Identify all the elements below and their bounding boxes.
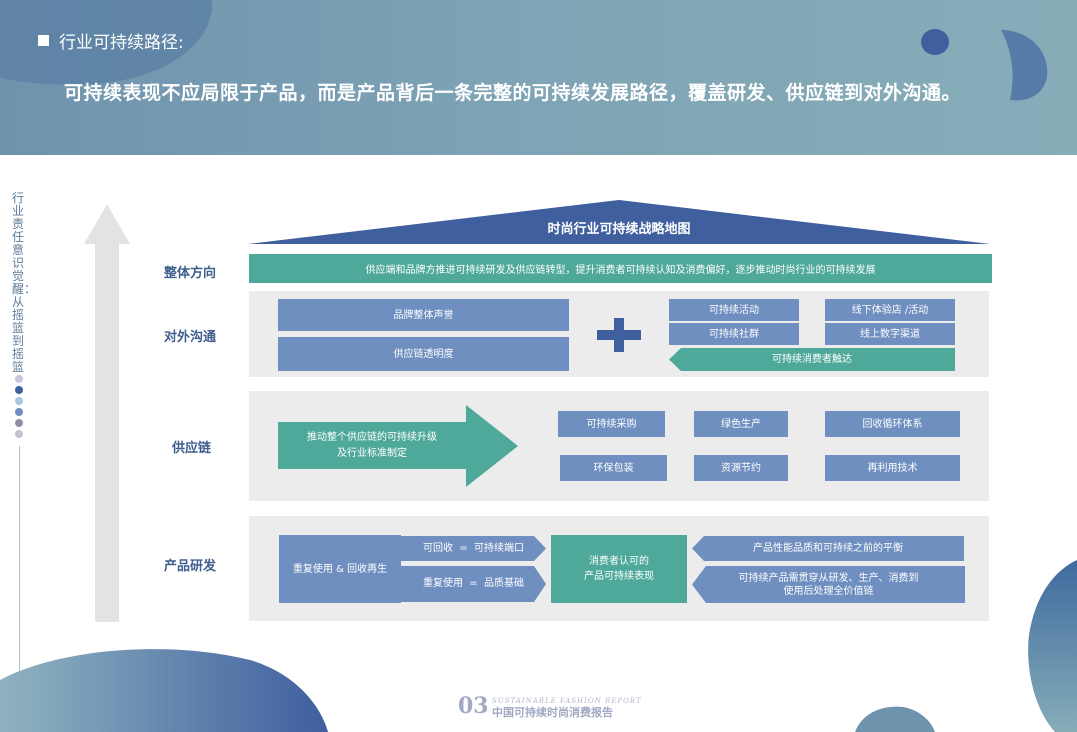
sustainable-activity-box: 可持续活动 xyxy=(669,299,799,321)
recycling-system-box: 回收循环体系 xyxy=(825,411,960,437)
right-arrow-shape xyxy=(278,405,518,487)
page-number: 03 xyxy=(458,693,489,719)
consumer-reach-text: 可持续消费者触达 xyxy=(772,353,852,365)
recycling-system-text: 回收循环体系 xyxy=(862,418,923,430)
section-title-text: 行业可持续路径: xyxy=(59,33,184,53)
roof-shape xyxy=(248,200,990,244)
dot-indicator xyxy=(15,375,23,441)
supply-chain-arrow-text: 推动整个供应链的可持续升级 及行业标准制定 xyxy=(278,430,466,462)
roof-title: 时尚行业可持续战略地图 xyxy=(547,222,691,237)
offline-store-text: 线下体验店 /活动 xyxy=(851,304,929,316)
value-chain-arrow: 可持续产品需贯穿从研发、生产、消费到 使用后处理全价值链 xyxy=(692,566,965,603)
green-production-box: 绿色生产 xyxy=(694,411,788,437)
eco-packaging-text: 环保包装 xyxy=(593,462,634,474)
recyclable-text: 可回收 = 可持续端口 xyxy=(422,542,525,554)
value-chain-text: 可持续产品需贯穿从研发、生产、消费到 使用后处理全价值链 xyxy=(739,572,919,598)
right-chevron-shape-2 xyxy=(401,566,546,602)
supply-transparency-text: 供应链透明度 xyxy=(393,348,454,360)
row-label-supply-chain: 供应链 xyxy=(172,441,212,456)
resource-saving-box: 资源节约 xyxy=(694,455,788,481)
value-chain-line-1: 可持续产品需贯穿从研发、生产、消费到 xyxy=(738,572,919,584)
balance-arrow: 产品性能品质和可持续之前的平衡 xyxy=(692,536,964,561)
supply-transparency-box: 供应链透明度 xyxy=(278,337,569,371)
left-chevron-shape xyxy=(692,536,964,561)
row-label-rnd: 产品研发 xyxy=(164,559,217,574)
brand-reputation-box: 品牌整体声誉 xyxy=(278,299,569,331)
overall-direction-text: 供应端和品牌方推进可持续研发及供应链转型，提升消费者可持续认知及消费偏好，逐步推… xyxy=(365,265,876,276)
consumer-reach-arrow: 可持续消费者触达 xyxy=(669,348,955,371)
footer-chinese: 中国可持续时尚消费报告 xyxy=(492,706,613,719)
supply-arrow-line-1: 推动整个供应链的可持续升级 xyxy=(307,432,437,443)
brand-reputation-text: 品牌整体声誉 xyxy=(393,309,454,321)
online-channel-box: 线上数字渠道 xyxy=(825,323,955,345)
reuse-recycle-text: 重复使用 & 回收再生 xyxy=(292,563,388,575)
sustainable-procurement-text: 可持续采购 xyxy=(586,418,637,430)
online-channel-text: 线上数字渠道 xyxy=(860,328,920,340)
header-blob-right xyxy=(921,29,1048,101)
row-label-overall: 整体方向 xyxy=(164,266,217,281)
consumer-recognized-box: 消费者认可的 产品可持续表现 xyxy=(551,535,687,603)
plus-icon xyxy=(597,318,641,352)
sustainable-community-box: 可持续社群 xyxy=(669,323,799,345)
bottom-right-blob xyxy=(1028,560,1077,732)
right-chevron-shape xyxy=(401,536,546,561)
reuse-tech-text: 再利用技术 xyxy=(867,462,918,474)
section-title: 行业可持续路径: xyxy=(38,28,184,53)
consumer-recognized-line-2: 产品可持续表现 xyxy=(584,571,654,582)
section-subtitle: 可持续表现不应局限于产品，而是产品背后一条完整的可持续发展路径，覆盖研发、供应链… xyxy=(64,82,962,104)
sustainable-community-text: 可持续社群 xyxy=(709,328,759,340)
value-chain-line-2: 使用后处理全价值链 xyxy=(783,585,874,597)
recyclable-arrow: 可回收 = 可持续端口 xyxy=(401,536,546,561)
consumer-recognized-line-1: 消费者认可的 xyxy=(589,556,649,567)
green-production-text: 绿色生产 xyxy=(721,418,761,430)
header-banner: 行业可持续路径: 可持续表现不应局限于产品，而是产品背后一条完整的可持续发展路径… xyxy=(0,0,1077,155)
reuse-recycle-box: 重复使用 & 回收再生 xyxy=(279,535,401,603)
supply-arrow-line-2: 及行业标准制定 xyxy=(337,448,407,459)
up-arrow-icon xyxy=(84,204,130,622)
vertical-caption: 行业责任意识觉醒：从摇篮到摇篮 xyxy=(12,191,37,374)
reuse-tech-box: 再利用技术 xyxy=(825,455,960,481)
reuse-quality-text: 重复使用 = 品质基础 xyxy=(422,578,525,589)
left-chevron-shape-2 xyxy=(692,566,965,603)
vertical-divider xyxy=(19,446,20,732)
bottom-left-blob xyxy=(0,649,328,732)
eco-packaging-box: 环保包装 xyxy=(560,455,667,481)
offline-store-box: 线下体验店 /活动 xyxy=(825,299,955,321)
footer-english: SUSTAINABLE FASHION REPORT xyxy=(492,697,642,705)
overall-direction-band: 供应端和品牌方推进可持续研发及供应链转型，提升消费者可持续认知及消费偏好，逐步推… xyxy=(249,254,992,283)
square-bullet-icon xyxy=(38,35,49,46)
bottom-mid-blob xyxy=(855,706,935,732)
reuse-quality-arrow: 重复使用 = 品质基础 xyxy=(401,566,546,602)
resource-saving-text: 资源节约 xyxy=(721,462,761,474)
supply-chain-arrow: 推动整个供应链的可持续升级 及行业标准制定 xyxy=(278,405,518,487)
left-arrow-shape xyxy=(669,348,955,371)
row-label-communication: 对外沟通 xyxy=(164,330,217,345)
sustainable-procurement-box: 可持续采购 xyxy=(558,411,665,437)
sustainable-activity-text: 可持续活动 xyxy=(709,304,759,316)
balance-text: 产品性能品质和可持续之前的平衡 xyxy=(753,542,903,554)
header-blob-left xyxy=(0,0,213,85)
